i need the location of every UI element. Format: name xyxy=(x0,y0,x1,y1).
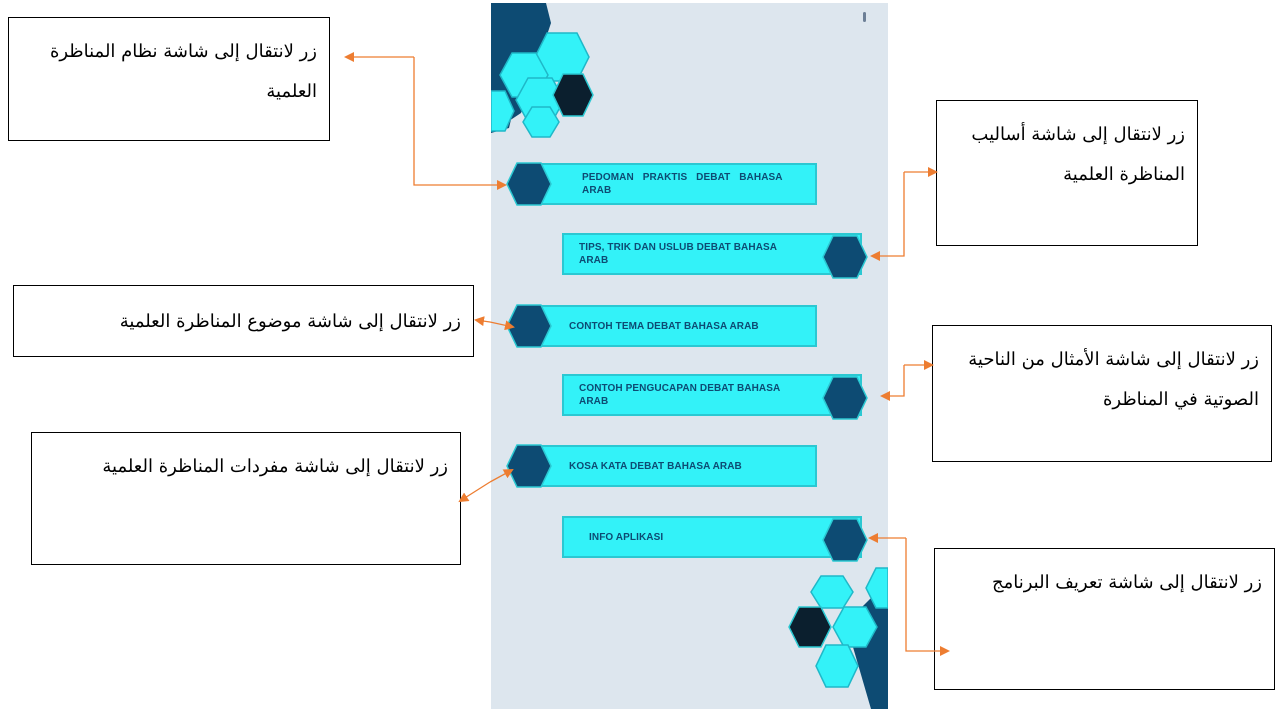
menu-button-pengucapan[interactable]: CONTOH PENGUCAPAN DEBAT BAHASA ARAB xyxy=(562,374,862,416)
hexagon-icon xyxy=(822,376,868,420)
arrow-to-callout-5 xyxy=(458,481,491,503)
callout-mawdu: زر لانتقال إلى شاشة موضوع المناظرة العلم… xyxy=(13,285,474,357)
hexagon-icon xyxy=(506,444,552,488)
menu-button-kosa-kata[interactable]: KOSA KATA DEBAT BAHASA ARAB xyxy=(517,445,817,487)
hex-cyan-edge xyxy=(491,90,515,132)
callout-text: زر لانتقال إلى شاشة الأمثال من الناحية ا… xyxy=(968,349,1259,410)
menu-button-label: KOSA KATA DEBAT BAHASA ARAB xyxy=(569,460,742,472)
callout-amthal: زر لانتقال إلى شاشة الأمثال من الناحية ا… xyxy=(932,325,1272,462)
hexagon-icon xyxy=(506,162,552,206)
menu-button-tema[interactable]: CONTOH TEMA DEBAT BAHASA ARAB xyxy=(517,305,817,347)
menu-button-info-aplikasi[interactable]: INFO APLIKASI xyxy=(562,516,862,558)
menu-button-label: TIPS, TRIK DAN USLUB DEBAT BAHASA ARAB xyxy=(579,242,777,266)
menu-button-label: CONTOH PENGUCAPAN DEBAT BAHASA ARAB xyxy=(579,383,780,407)
hex-cyan-6 xyxy=(865,567,888,609)
callout-text: زر لانتقال إلى شاشة نظام المناظرة العلمي… xyxy=(49,41,317,102)
menu-button-label: PEDOMAN PRAKTIS DEBAT BAHASA ARAB xyxy=(582,172,783,196)
hexagon-decoration xyxy=(491,3,888,709)
hex-cyan-8 xyxy=(815,644,859,688)
callout-text: زر لانتقال إلى شاشة أساليب المناظرة العل… xyxy=(971,124,1185,185)
arrow-to-callout-3 xyxy=(474,316,491,327)
arrow-to-button-4 xyxy=(880,365,905,401)
hex-black-2 xyxy=(788,606,832,648)
hex-cyan-4 xyxy=(522,106,560,138)
hexagon-icon xyxy=(822,518,868,562)
menu-button-label: INFO APLIKASI xyxy=(589,531,664,543)
arrow-to-callout-6 xyxy=(905,538,950,656)
arrow-to-button-1 xyxy=(413,57,507,190)
hex-cyan-7 xyxy=(832,606,878,648)
arrow-to-button-3 xyxy=(489,320,515,331)
callout-nizam: زر لانتقال إلى شاشة نظام المناظرة العلمي… xyxy=(8,17,330,141)
arrow-to-button-5 xyxy=(489,469,514,483)
app-screen: PEDOMAN PRAKTIS DEBAT BAHASA ARAB TIPS, … xyxy=(491,3,888,709)
callout-text: زر لانتقال إلى شاشة موضوع المناظرة العلم… xyxy=(119,311,461,332)
menu-button-label: CONTOH TEMA DEBAT BAHASA ARAB xyxy=(569,320,759,332)
arrow-to-button-2 xyxy=(870,172,905,261)
hexagon-icon xyxy=(822,235,868,279)
callout-text: زر لانتقال إلى شاشة مفردات المناظرة العل… xyxy=(102,456,448,477)
menu-button-pedoman[interactable]: PEDOMAN PRAKTIS DEBAT BAHASA ARAB xyxy=(517,163,817,205)
hex-black-1 xyxy=(552,73,594,117)
callout-mufradat: زر لانتقال إلى شاشة مفردات المناظرة العل… xyxy=(31,432,461,565)
menu-button-tips[interactable]: TIPS, TRIK DAN USLUB DEBAT BAHASA ARAB xyxy=(562,233,862,275)
scroll-indicator[interactable] xyxy=(863,12,866,22)
callout-tarif: زر لانتقال إلى شاشة تعريف البرنامج xyxy=(934,548,1275,690)
callout-text: زر لانتقال إلى شاشة تعريف البرنامج xyxy=(991,572,1262,593)
